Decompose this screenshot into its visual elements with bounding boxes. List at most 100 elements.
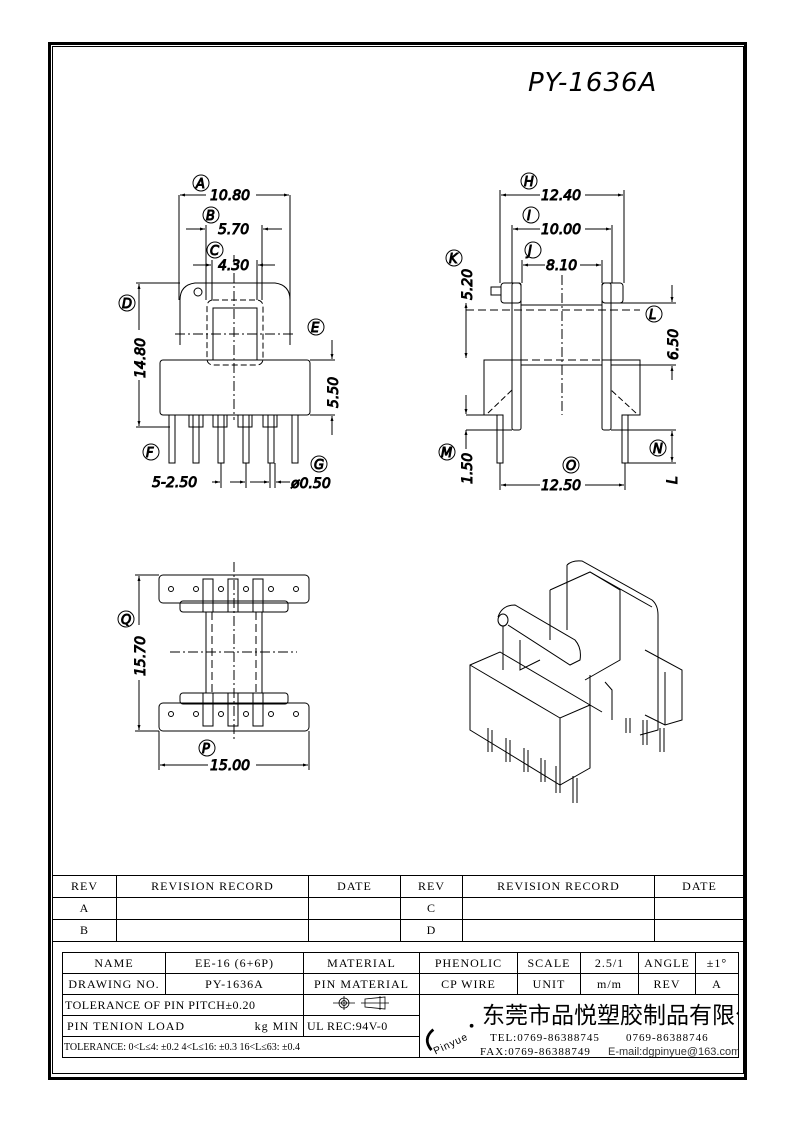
logo-text: Pinyue [432,1032,470,1057]
callout-O: O [566,459,576,474]
drawing-number-title: PY-1636A [528,68,658,98]
revision-table: REV REVISION RECORD DATE REV REVISION RE… [52,875,745,942]
callout-B: B [206,209,215,224]
callout-M: M [441,446,452,461]
rev-header-2: REV [400,875,463,898]
spec-row-name: NAME EE-16 (6+6P) MATERIAL PHENOLIC SCAL… [62,952,739,974]
callout-I: I [527,209,531,224]
pin-material-value: CP WIRE [419,973,518,995]
dim-M-value: 1.50 [460,453,476,484]
date-cell [654,897,745,920]
callout-K: K [449,252,459,267]
callout-E: E [311,321,320,336]
front-pins [168,414,299,464]
ul-rec: UL REC:94V-0 [303,1015,420,1037]
drawing-inner-border [52,46,744,1074]
title-block-table: NAME EE-16 (6+6P) MATERIAL PHENOLIC SCAL… [62,952,739,1058]
dim-Q-value: 15.70 [133,636,149,676]
rev-header: REV [52,875,117,898]
isometric-view [469,560,683,803]
dim-G-value: ø0.50 [290,476,331,492]
dim-J-value: 8.10 [546,258,577,274]
front-core-window [206,299,264,366]
dim-P-value: 15.00 [210,758,250,774]
side-callout-circles [438,172,667,474]
revision-row: B D [52,919,745,942]
third-angle-projection-icon [332,996,389,1010]
pin-tension-cell: PIN TENION LOAD kg MIN [62,1015,304,1037]
dim-I-value: 10.00 [541,222,581,238]
rev-label: REV [638,973,696,995]
drawing-no-label: DRAWING NO. [62,973,166,995]
revision-header-row: REV REVISION RECORD DATE REV REVISION RE… [52,875,745,898]
technical-drawing: A B C D E F G 10.80 5.70 4.30 14.80 5.50… [117,172,683,803]
revision-record-cell [462,897,655,920]
dim-E-value: 5.50 [326,377,342,408]
front-base [159,359,311,416]
company-name: 东莞市品悦塑胶制品有限公司 [482,1003,738,1029]
general-tolerance: TOLERANCE: 0<L≤4: ±0.2 4<L≤16: ±0.3 16<L… [62,1036,420,1058]
fax-label: FAX: [480,1046,509,1058]
callout-L: L [649,308,656,323]
revision-row: A C [52,897,745,920]
company-email: E-mail:dgpinyue@163.com [608,1046,739,1058]
callout-P: P [202,742,210,757]
bottom-callout-circles [117,610,216,757]
callout-J: J [525,244,532,259]
revision-record-cell [116,897,309,920]
scale-label: SCALE [517,952,581,974]
dim-A-value: 10.80 [210,188,250,204]
revision-record-header-2: REVISION RECORD [462,875,655,898]
dim-L-value: 6.50 [666,329,682,360]
unit-value: m/m [580,973,639,995]
spec-row-pin-pitch: TOLERANCE OF PIN PITCH±0.20 Pinyue 东莞市品悦… [62,994,739,1058]
pin-material-label: PIN MATERIAL [303,973,420,995]
projection-symbol-cell [303,994,420,1016]
rev-cell: C [400,897,463,920]
dim-C-value: 4.30 [218,258,249,274]
name-value: EE-16 (6+6P) [165,952,304,974]
rev-value: A [695,973,739,995]
pin-tension-label: PIN TENION LOAD [67,1018,186,1033]
material-label: MATERIAL [303,952,420,974]
front-top-flange [179,282,291,345]
callout-H: H [524,175,534,190]
company-fax: FAX:0769-86388749 [480,1046,591,1058]
revision-record-header: REVISION RECORD [116,875,309,898]
material-value: PHENOLIC [419,952,518,974]
company-tel: TEL:0769-86388745 [490,1032,600,1044]
rev-cell: A [52,897,117,920]
dim-K-value: 5.20 [460,269,476,300]
pinyue-logo-icon: Pinyue [425,1023,474,1057]
drawing-no-value: PY-1636A [165,973,304,995]
date-cell [308,919,401,942]
pin-pitch-tolerance: TOLERANCE OF PIN PITCH±0.20 [62,994,304,1016]
dim-O-value: 12.50 [541,478,581,494]
date-header-2: DATE [654,875,745,898]
pin-tension-unit: kg MIN [254,1018,299,1033]
callout-A: A [195,177,205,192]
scale-value: 2.5/1 [580,952,639,974]
rev-cell: D [400,919,463,942]
callout-G: G [314,458,324,473]
dim-pin-pitch-value: 5-2.50 [152,475,197,491]
callout-C: C [210,244,220,259]
unit-label: UNIT [517,973,581,995]
dim-H-value: 12.40 [541,188,581,204]
revision-record-cell [116,919,309,942]
callout-D: D [122,297,132,312]
dim-B-value: 5.70 [218,222,249,238]
company-block: Pinyue 东莞市品悦塑胶制品有限公司 TEL:0769-86388745 0… [419,994,739,1058]
front-mounting-hole [193,287,203,297]
angle-value: ±1° [695,952,739,974]
front-view [136,193,335,488]
date-header: DATE [308,875,401,898]
side-view [464,190,676,490]
callout-F: F [146,446,154,461]
tel-number-1: 0769-86388745 [517,1032,600,1044]
callout-N: N [653,442,663,457]
drawing-border [48,42,747,1080]
front-callout-circles [118,174,328,473]
date-cell [654,919,745,942]
bottom-view [135,562,310,770]
